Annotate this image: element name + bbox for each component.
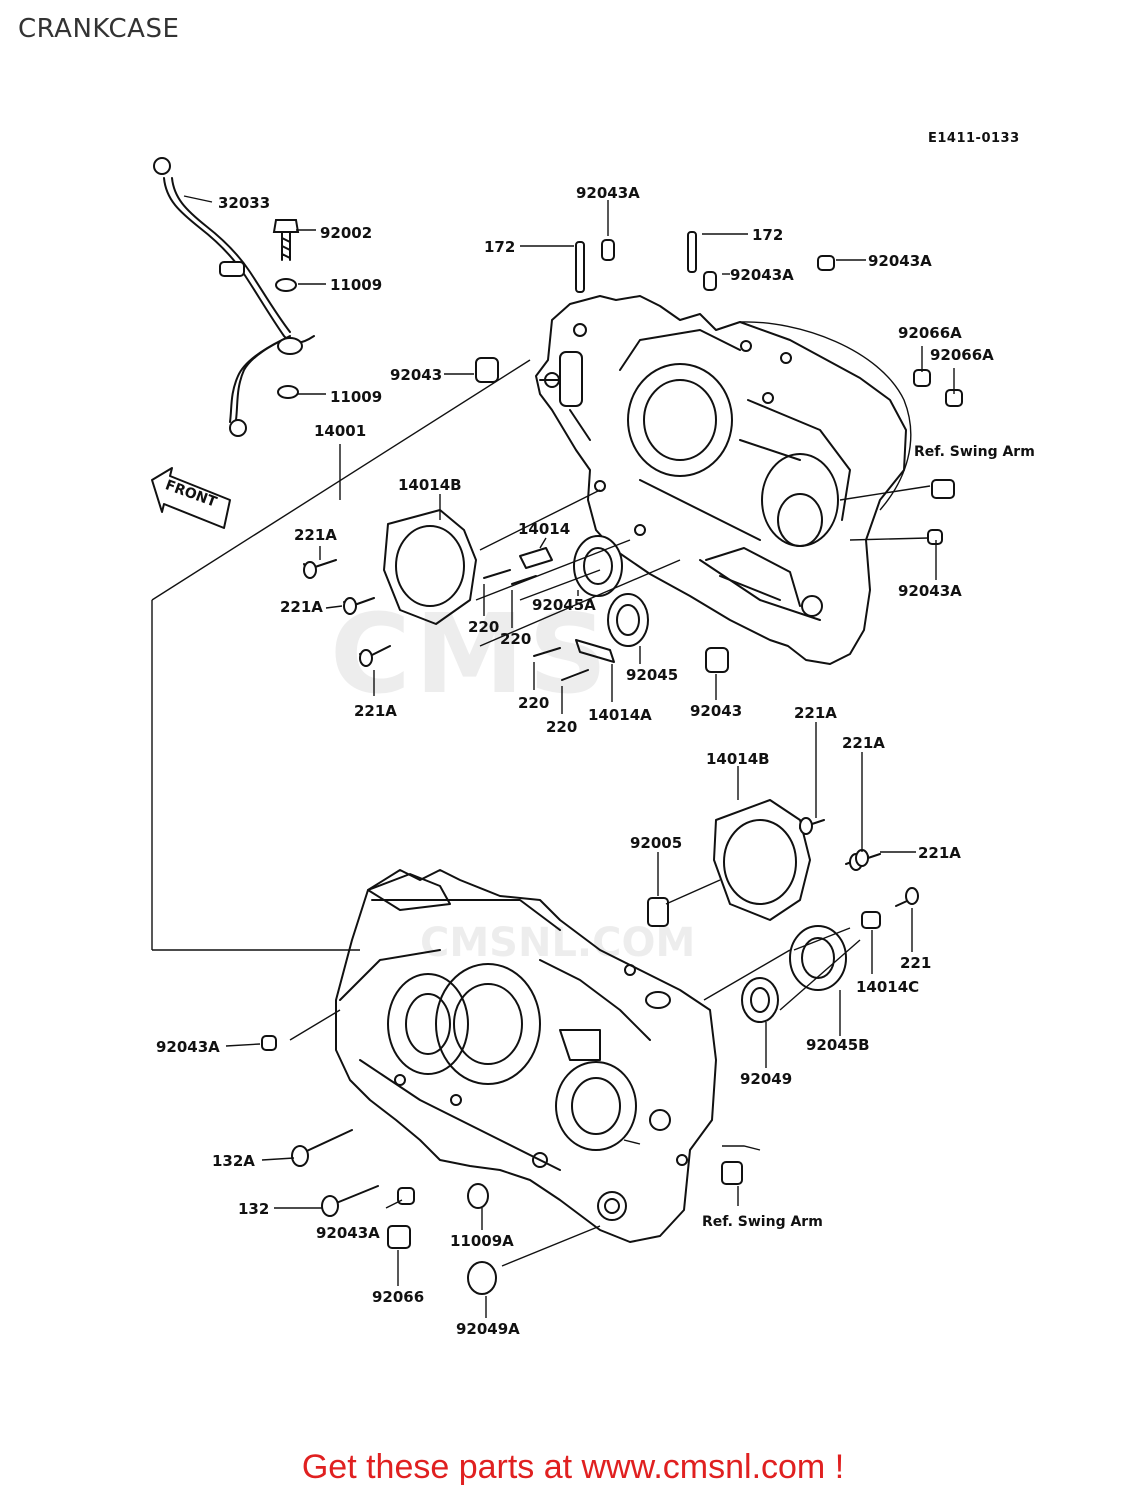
label-220-3: 220 xyxy=(518,694,549,712)
part-labels: 32033 92002 11009 11009 14001 92043A 172… xyxy=(156,184,1035,1338)
label-92043A-b: 92043A xyxy=(316,1224,380,1242)
label-92043-left: 92043 xyxy=(390,366,442,384)
dowel-pins xyxy=(261,231,963,1295)
front-label: FRONT xyxy=(163,477,219,510)
leader-lines xyxy=(151,195,955,1318)
label-ref-swing-arm-top: Ref. Swing Arm xyxy=(914,444,1035,460)
label-92049A: 92049A xyxy=(456,1320,520,1338)
label-220-2: 220 xyxy=(500,630,531,648)
label-14014B-bottom: 14014B xyxy=(706,750,770,768)
label-221A-3: 221A xyxy=(354,702,397,720)
label-32033: 32033 xyxy=(218,194,270,212)
label-92045A: 92045A xyxy=(532,596,596,614)
label-220-4: 220 xyxy=(546,718,577,736)
label-132: 132 xyxy=(238,1200,269,1218)
crankcase-upper-half xyxy=(535,295,912,665)
footer-promo[interactable]: Get these parts at www.cmsnl.com ! xyxy=(301,1448,845,1486)
oil-hose-part xyxy=(153,157,315,437)
label-221A-2: 221A xyxy=(280,598,323,616)
label-14014C: 14014C xyxy=(856,978,919,996)
label-92043A-mid: 92043A xyxy=(730,266,794,284)
label-220-1: 220 xyxy=(468,618,499,636)
exploded-parts-diagram: E1411-0133 FRONT xyxy=(151,131,1035,1338)
bearing-92045 xyxy=(607,593,649,647)
crankcase-lower-half xyxy=(335,869,717,1243)
label-92005: 92005 xyxy=(630,834,682,852)
label-221A-5: 221A xyxy=(842,734,885,752)
label-221A-4: 221A xyxy=(794,704,837,722)
label-92002: 92002 xyxy=(320,224,372,242)
label-14014: 14014 xyxy=(518,520,570,538)
label-14014B-top: 14014B xyxy=(398,476,462,494)
label-92049: 92049 xyxy=(740,1070,792,1088)
label-221: 221 xyxy=(900,954,931,972)
label-172-right: 172 xyxy=(752,226,783,244)
gasket-plate-bottom xyxy=(713,799,811,921)
label-92045: 92045 xyxy=(626,666,678,684)
label-172-left: 172 xyxy=(484,238,515,256)
label-ref-swing-arm-bottom: Ref. Swing Arm xyxy=(702,1214,823,1230)
label-221A-6: 221A xyxy=(918,844,961,862)
label-92043A-right: 92043A xyxy=(868,252,932,270)
label-14001: 14001 xyxy=(314,422,366,440)
label-92045B: 92045B xyxy=(806,1036,870,1054)
label-221A-1: 221A xyxy=(294,526,337,544)
label-14014A: 14014A xyxy=(588,706,652,724)
oil-seal-92049 xyxy=(741,977,779,1023)
label-132A: 132A xyxy=(212,1152,255,1170)
banjo-bolt-part xyxy=(272,219,300,399)
bearing-92045A xyxy=(573,535,623,597)
label-11009-a: 11009 xyxy=(330,276,382,294)
front-arrow-icon: FRONT xyxy=(151,467,231,529)
page-title: CRANKCASE xyxy=(18,14,180,44)
label-92066: 92066 xyxy=(372,1288,424,1306)
retainer-plates xyxy=(519,547,615,663)
screws xyxy=(291,559,919,1217)
bearing-92045B xyxy=(789,925,847,991)
label-92043A-low: 92043A xyxy=(156,1038,220,1056)
label-11009A: 11009A xyxy=(450,1232,514,1250)
diagram-code: E1411-0133 xyxy=(928,131,1020,146)
label-92043A-top: 92043A xyxy=(576,184,640,202)
label-92066A-2: 92066A xyxy=(930,346,994,364)
label-92043A-r2: 92043A xyxy=(898,582,962,600)
label-11009-b: 11009 xyxy=(330,388,382,406)
gasket-plate-top xyxy=(383,509,477,625)
label-92066A-1: 92066A xyxy=(898,324,962,342)
label-92043-bottom: 92043 xyxy=(690,702,742,720)
